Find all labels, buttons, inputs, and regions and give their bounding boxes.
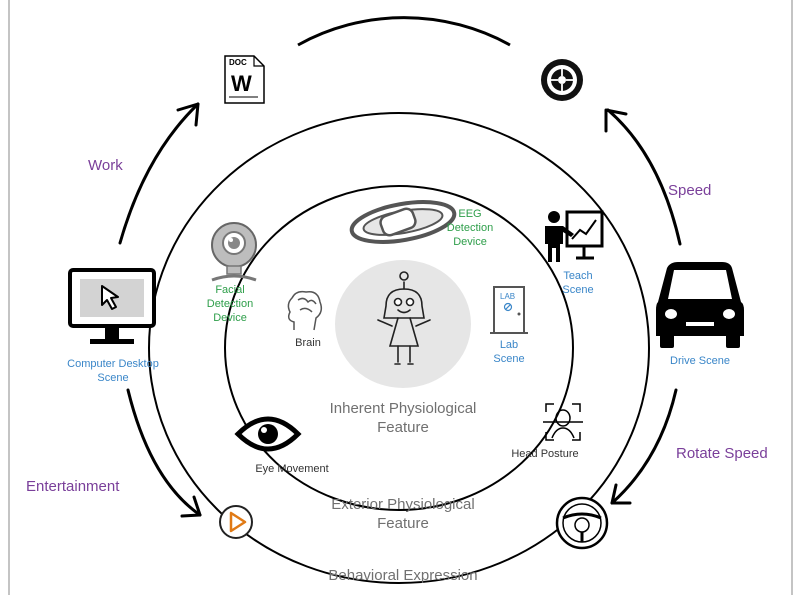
label-eeg-device: EEG Detection Device bbox=[446, 208, 494, 248]
brain-icon bbox=[287, 290, 323, 331]
eeg-headband-icon bbox=[349, 200, 457, 244]
car-icon bbox=[656, 262, 744, 348]
arrow-entertainment-head bbox=[180, 495, 202, 518]
lab-door-label: LAB bbox=[500, 292, 515, 301]
middle-ring bbox=[148, 112, 650, 584]
wheel-icon bbox=[541, 59, 583, 101]
arrow-speed-head bbox=[604, 108, 628, 133]
arrow-work-head bbox=[176, 102, 200, 127]
face-scan-icon bbox=[543, 403, 583, 441]
label-speed: Speed bbox=[668, 182, 712, 199]
teacher-icon bbox=[545, 210, 604, 262]
arrow-entertainment bbox=[126, 388, 202, 517]
inner-ring bbox=[224, 185, 574, 511]
cursor-icon bbox=[101, 285, 119, 310]
center-disc bbox=[335, 260, 471, 388]
arrow-rotate-head bbox=[610, 483, 632, 505]
label-facial-device: Facial Detection Device bbox=[206, 284, 254, 324]
arrow-rotate bbox=[610, 388, 678, 505]
label-drive-scene: Drive Scene bbox=[670, 355, 730, 367]
label-exterior-layer: Exterior Physiological Feature bbox=[331, 496, 475, 532]
label-lab-scene: Lab Scene bbox=[493, 339, 525, 365]
arrow-speed bbox=[606, 108, 682, 246]
word-icon-label: W bbox=[231, 71, 252, 96]
monitor-icon bbox=[68, 268, 156, 344]
label-entertainment: Entertainment bbox=[26, 478, 120, 495]
doc-icon-label: DOC bbox=[229, 58, 247, 67]
arrow-work bbox=[118, 102, 200, 245]
label-teach-scene: Teach Scene bbox=[562, 270, 594, 296]
label-rotate-speed: Rotate Speed bbox=[676, 445, 768, 462]
steering-wheel-icon bbox=[555, 496, 609, 550]
webcam-icon bbox=[211, 222, 257, 282]
label-head-posture: Head Posture bbox=[511, 448, 579, 460]
girl-icon bbox=[377, 271, 431, 365]
lab-door-icon: LAB bbox=[490, 286, 528, 334]
label-computer-scene: Computer Desktop Scene bbox=[67, 358, 159, 384]
doc-icon: DOC W bbox=[224, 55, 265, 104]
play-icon bbox=[219, 505, 253, 539]
outer-arc bbox=[297, 16, 511, 47]
label-brain: Brain bbox=[295, 337, 321, 349]
label-work: Work bbox=[88, 157, 123, 174]
label-eye-movement: Eye Movement bbox=[255, 463, 329, 475]
label-behavioral-layer: Behavioral Expression bbox=[328, 567, 478, 584]
label-inherent-layer: Inherent Physiological Feature bbox=[329, 400, 477, 436]
eye-icon bbox=[234, 416, 302, 452]
